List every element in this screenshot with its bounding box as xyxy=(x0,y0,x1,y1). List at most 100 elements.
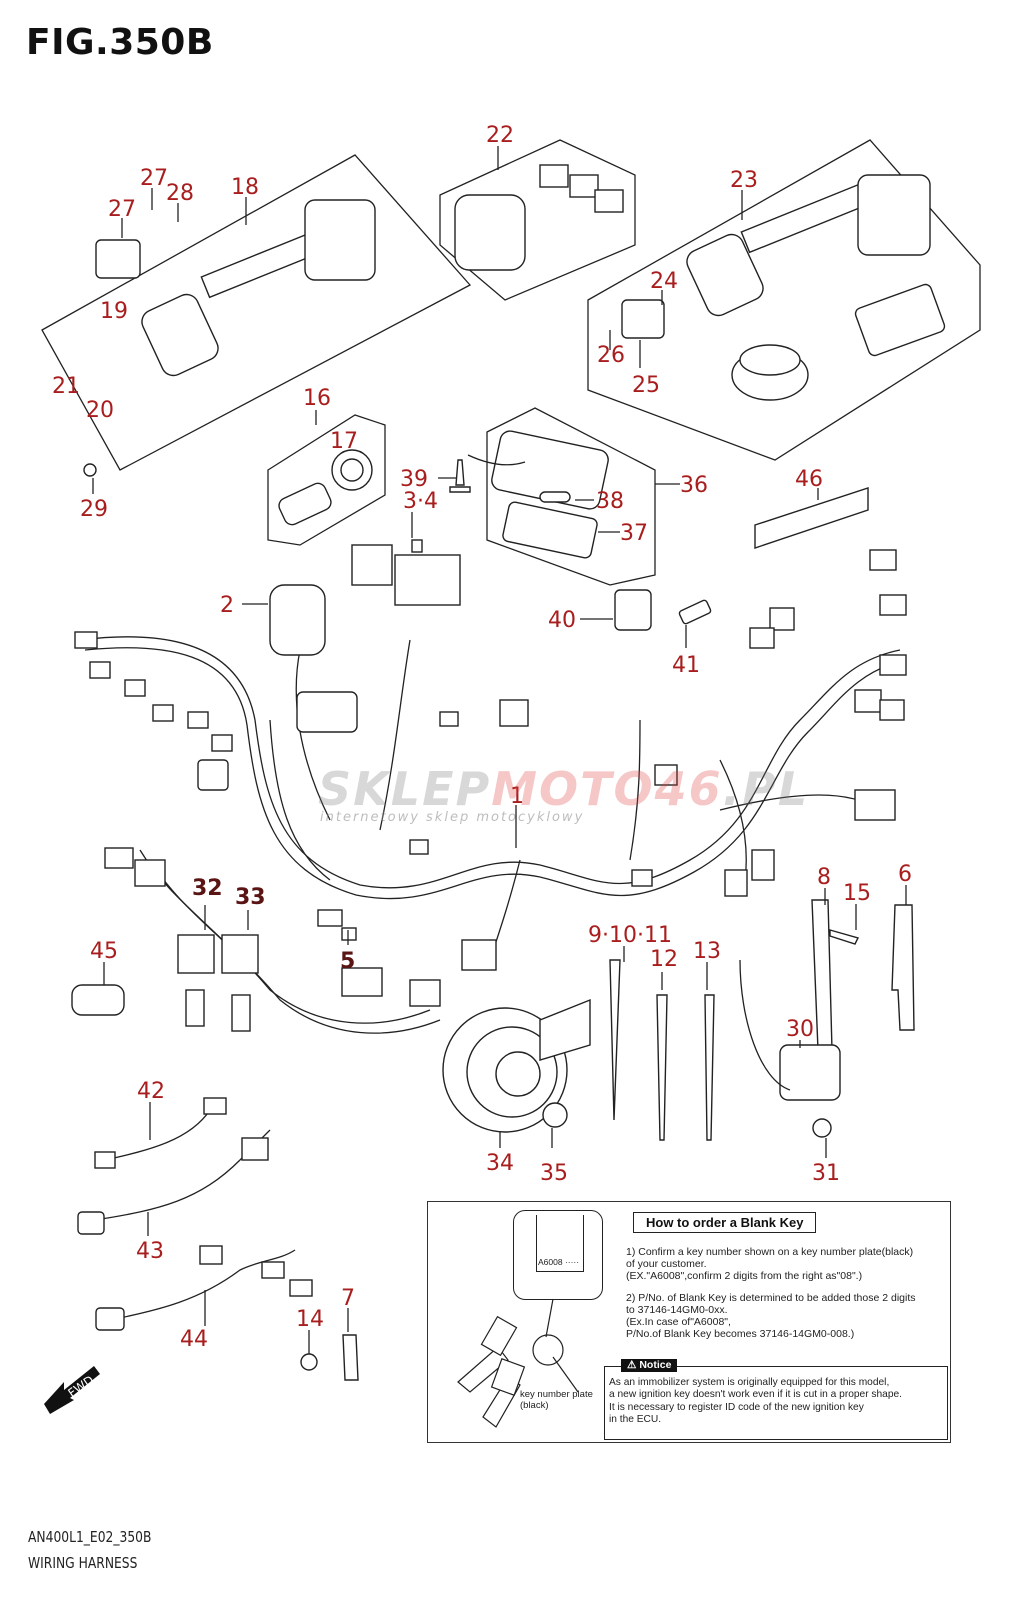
group-box-23 xyxy=(587,139,981,461)
callout-12: 12 xyxy=(650,947,678,972)
callout-41: 41 xyxy=(672,653,700,678)
callout-7: 7 xyxy=(341,1286,355,1311)
group-box-16 xyxy=(267,414,386,546)
callout-32: 32 xyxy=(192,876,223,901)
callout-6: 6 xyxy=(898,862,912,887)
part-clamp-7 xyxy=(342,1334,359,1381)
callout-46: 46 xyxy=(795,467,823,492)
callout-39: 39 xyxy=(400,467,428,492)
callout-30: 30 xyxy=(786,1017,814,1042)
part-ignition-switch-18 xyxy=(83,199,376,477)
callout-25: 25 xyxy=(632,373,660,398)
callout-33: 33 xyxy=(235,885,266,910)
callout-34: 34 xyxy=(486,1151,514,1176)
callout-26: 26 xyxy=(597,343,625,368)
watermark-tagline: internetowy sklep motocyklowy xyxy=(320,810,585,825)
callout-19: 19 xyxy=(100,299,128,324)
part-sub-harness-43 xyxy=(77,1129,271,1235)
callout-23: 23 xyxy=(730,168,758,193)
notice-text: As an immobilizer system is originally e… xyxy=(609,1377,903,1426)
key-plate-zoom-bubble: A6008 ····· xyxy=(513,1210,603,1300)
part-bolt-41 xyxy=(678,599,712,625)
callout-28: 28 xyxy=(166,181,194,206)
callout-43: 43 xyxy=(136,1239,164,1264)
section-name: WIRING HARNESS xyxy=(28,1554,138,1572)
blank-key-step-2: 2) P/No. of Blank Key is determined to b… xyxy=(626,1292,916,1340)
group-box-22 xyxy=(439,139,636,301)
callout-15: 15 xyxy=(843,881,871,906)
callout-27a: 27 xyxy=(140,166,168,191)
blank-key-heading: How to order a Blank Key xyxy=(633,1212,817,1233)
fwd-arrow-icon: FWD xyxy=(44,1366,100,1414)
part-screw-31 xyxy=(812,1118,832,1138)
key-plate-code: A6008 ····· xyxy=(538,1257,580,1267)
callout-27b: 27 xyxy=(108,197,136,222)
part-tie-12 xyxy=(656,994,668,1141)
callout-16: 16 xyxy=(303,386,331,411)
part-relay-32 xyxy=(177,934,215,974)
figure-title: FIG.350B xyxy=(26,22,214,63)
callout-1: 1 xyxy=(510,784,524,809)
group-box-18 xyxy=(41,154,472,471)
part-tie-13 xyxy=(704,994,715,1141)
callout-18: 18 xyxy=(231,175,259,200)
watermark-part2: MOTO46 xyxy=(491,762,723,816)
callout-31: 31 xyxy=(812,1161,840,1186)
callout-3-4: 3·4 xyxy=(403,489,438,514)
part-sub-harness-44 xyxy=(95,1245,313,1331)
callout-21: 21 xyxy=(52,374,80,399)
part-clamp-8 xyxy=(811,899,833,1051)
callout-29: 29 xyxy=(80,497,108,522)
key-plate-label: key number plate (black) xyxy=(520,1389,593,1411)
callout-22: 22 xyxy=(486,123,514,148)
callout-20: 20 xyxy=(86,398,114,423)
watermark-part1: SKLEP xyxy=(318,762,492,816)
callout-14: 14 xyxy=(296,1307,324,1332)
part-bolt-35 xyxy=(542,1102,568,1128)
callout-8: 8 xyxy=(817,865,831,890)
callout-44: 44 xyxy=(180,1327,208,1352)
part-sub-harness-42 xyxy=(94,1097,227,1169)
leader-lines xyxy=(92,146,907,1354)
part-clamp-9-10-11 xyxy=(609,959,621,1121)
callout-17: 17 xyxy=(330,429,358,454)
blank-key-steps: 1) Confirm a key number shown on a key n… xyxy=(626,1246,946,1350)
part-bolt-14 xyxy=(300,1353,318,1371)
harness-connectors xyxy=(74,544,907,1007)
notice-box: ⚠ Notice As an immobilizer system is ori… xyxy=(604,1359,948,1440)
part-wiring-harness-1 xyxy=(79,636,906,1034)
callout-36: 36 xyxy=(680,473,708,498)
group-box-36 xyxy=(486,407,656,586)
blank-key-info-box: A6008 ····· key number plate (black) How… xyxy=(427,1201,951,1443)
watermark: SKLEPMOTO46.PL xyxy=(318,762,809,816)
callout-37: 37 xyxy=(620,521,648,546)
callout-38: 38 xyxy=(596,489,624,514)
part-clamp-6 xyxy=(891,904,915,1031)
part-screw-15 xyxy=(829,929,860,945)
watermark-part3: .PL xyxy=(722,762,810,816)
callout-40: 40 xyxy=(548,608,576,633)
part-ignition-assembly-22 xyxy=(454,164,624,271)
part-light-case-36 xyxy=(467,430,609,559)
blank-key-step-1: 1) Confirm a key number shown on a key n… xyxy=(626,1246,914,1282)
part-ignition-set-23 xyxy=(621,174,946,401)
part-sensor-45 xyxy=(71,984,125,1016)
callout-24: 24 xyxy=(650,269,678,294)
part-relay-33 xyxy=(221,934,259,974)
key-plate-slot xyxy=(536,1215,584,1272)
part-switch-40 xyxy=(614,589,652,631)
part-horn-34 xyxy=(442,998,591,1133)
part-socket-16 xyxy=(278,449,373,526)
key-illustration xyxy=(457,1298,579,1428)
part-tape-46 xyxy=(754,487,869,549)
notice-label: ⚠ Notice xyxy=(621,1359,678,1372)
model-code: AN400L1_E02_350B xyxy=(28,1528,152,1546)
part-fuse-3-4 xyxy=(411,539,423,553)
callout-9-10-11: 9·10·11 xyxy=(588,923,672,948)
callout-42: 42 xyxy=(137,1079,165,1104)
callout-35: 35 xyxy=(540,1161,568,1186)
callout-2: 2 xyxy=(220,593,234,618)
part-screw-39 xyxy=(449,459,471,493)
callout-13: 13 xyxy=(693,939,721,964)
